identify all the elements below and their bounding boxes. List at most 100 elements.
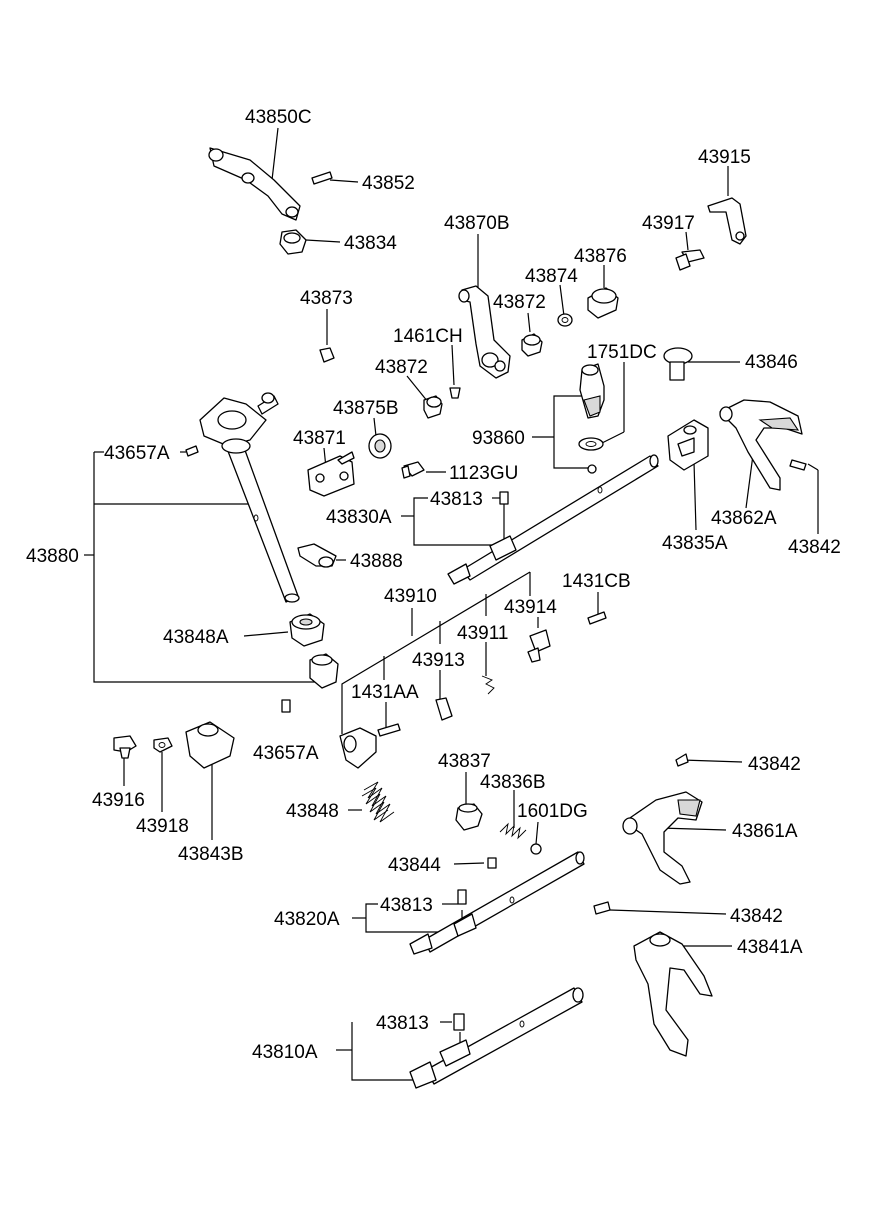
- label-43915: 43915: [698, 147, 751, 168]
- label-43842-right: 43842: [788, 537, 841, 558]
- bolt-43916: [113, 735, 137, 759]
- label-43813-upper: 43813: [430, 489, 483, 510]
- fork-43862a: [719, 399, 803, 491]
- pin-1431aa: [377, 723, 401, 737]
- label-43910: 43910: [384, 586, 437, 607]
- label-43916: 43916: [92, 790, 145, 811]
- label-43813-middle: 43813: [380, 895, 433, 916]
- label-43918: 43918: [136, 816, 189, 837]
- fork-43861a: [622, 791, 703, 885]
- pin-43842-right: [789, 459, 807, 471]
- rail-43810a: [409, 987, 584, 1089]
- bushing-43872-upper: [521, 333, 543, 357]
- label-43846: 43846: [745, 352, 798, 373]
- label-43843b: 43843B: [178, 844, 244, 865]
- spring-43836b: [499, 822, 527, 840]
- label-43861a: 43861A: [732, 821, 798, 842]
- plug-43873: [319, 347, 335, 363]
- rail-43820a: [409, 851, 585, 955]
- label-43844: 43844: [388, 855, 441, 876]
- label-43848: 43848: [286, 801, 339, 822]
- label-43871: 43871: [293, 428, 346, 449]
- selector-shaft-43880: [199, 392, 300, 603]
- cap-43844: [487, 857, 497, 869]
- label-43848a: 43848A: [163, 627, 229, 648]
- label-1431cb: 1431CB: [562, 571, 631, 592]
- label-43841a: 43841A: [737, 937, 803, 958]
- label-43872-lower: 43872: [375, 357, 428, 378]
- ball-1601dg: [530, 843, 542, 855]
- label-43834: 43834: [344, 233, 397, 254]
- label-43888: 43888: [350, 551, 403, 572]
- bolt-43846: [663, 347, 693, 381]
- pin-43657a-lower: [281, 699, 291, 713]
- pin-43813-lower: [453, 1013, 465, 1031]
- nut-43918: [153, 737, 173, 753]
- block-43910: [339, 727, 377, 769]
- label-43657a-upper: 43657A: [104, 443, 170, 464]
- label-43911: 43911: [457, 623, 508, 644]
- pin-43657a-upper: [185, 445, 199, 457]
- block-43880-lower: [309, 653, 339, 689]
- label-43836b: 43836B: [480, 772, 546, 793]
- pin-43842-middle: [675, 753, 689, 767]
- washer-1751dc: [578, 437, 604, 451]
- lug-43835a: [667, 419, 709, 471]
- label-43657a-lower: 43657A: [253, 743, 319, 764]
- parts: [113, 147, 807, 1089]
- label-1123gu: 1123GU: [449, 463, 518, 484]
- label-43872-upper: 43872: [493, 292, 546, 313]
- label-1751dc: 1751DC: [587, 342, 657, 363]
- lever-bracket-43850c: [208, 147, 301, 221]
- spring-43848: [361, 781, 395, 823]
- rail-43830a: [447, 454, 659, 585]
- pin-43852: [311, 171, 333, 185]
- label-43913: 43913: [412, 650, 465, 671]
- pin-43813-middle: [457, 889, 467, 905]
- bolt-1123gu: [401, 461, 425, 479]
- ring-43875b: [368, 433, 392, 459]
- label-43862a: 43862A: [711, 508, 777, 529]
- plug-43914: [527, 629, 551, 663]
- label-1601dg: 1601DG: [517, 801, 588, 822]
- bushing-43872-lower: [423, 395, 443, 419]
- label-43842-lower: 43842: [730, 906, 783, 927]
- clip-1461ch: [449, 387, 461, 399]
- label-43873: 43873: [300, 288, 353, 309]
- label-1461ch: 1461CH: [393, 326, 463, 347]
- label-43870b: 43870B: [444, 213, 510, 234]
- label-43874: 43874: [525, 266, 578, 287]
- pin-43813-upper: [499, 491, 509, 505]
- label-43837: 43837: [438, 751, 491, 772]
- leader-lines: [84, 127, 819, 1081]
- label-1431aa: 1431AA: [351, 682, 419, 703]
- pin-43913: [435, 697, 453, 721]
- label-43917: 43917: [642, 213, 695, 234]
- label-43820a: 43820A: [274, 909, 340, 930]
- bracket-43871: [307, 451, 355, 497]
- switch-93860: [579, 363, 605, 419]
- label-43850c: 43850C: [245, 107, 312, 128]
- label-43830a: 43830A: [326, 507, 392, 528]
- label-43852: 43852: [362, 173, 415, 194]
- bolt-43917: [675, 249, 705, 271]
- label-93860: 93860: [472, 428, 525, 449]
- part-labels: 43850C 43852 43834 43915 43917 43870B 43…: [26, 107, 841, 1063]
- label-43842-middle: 43842: [748, 754, 801, 775]
- label-43835a: 43835A: [662, 533, 728, 554]
- label-43914: 43914: [504, 597, 557, 618]
- bolt-43834: [279, 229, 307, 255]
- plug-43837: [455, 803, 483, 831]
- nut-43876: [587, 287, 619, 319]
- ball-93860: [587, 464, 597, 474]
- pin-43842-lower: [593, 901, 611, 915]
- lever-43870b: [458, 285, 511, 379]
- label-43876: 43876: [574, 246, 627, 267]
- label-43810a: 43810A: [252, 1042, 318, 1063]
- fork-43841a: [633, 931, 713, 1057]
- label-43880: 43880: [26, 546, 79, 567]
- latch-43888: [297, 543, 337, 568]
- pin-1431cb: [587, 611, 607, 625]
- block-43843b: [185, 721, 235, 769]
